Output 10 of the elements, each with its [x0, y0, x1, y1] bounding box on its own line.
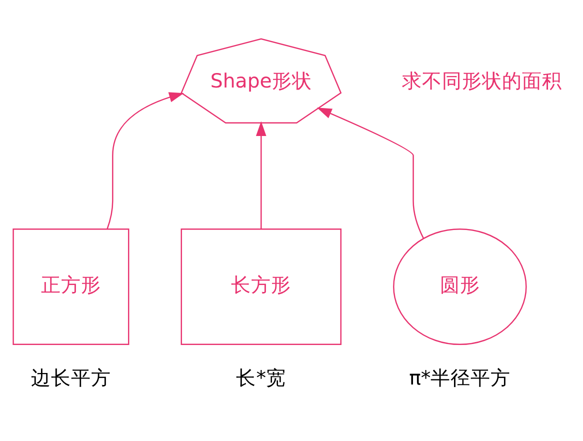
arrow	[106, 92, 184, 230]
node-label: 边长平方	[30, 366, 111, 390]
node-box: 正方形	[12, 228, 130, 346]
node-label: π*半径平方	[409, 366, 511, 390]
node-label: 长*宽	[236, 366, 286, 390]
node-box: 长方形	[180, 228, 342, 346]
arrow	[316, 108, 424, 238]
label: 求不同形状的面积	[402, 70, 562, 93]
node-ellipse: 圆形	[393, 228, 527, 346]
arrow	[256, 121, 266, 230]
